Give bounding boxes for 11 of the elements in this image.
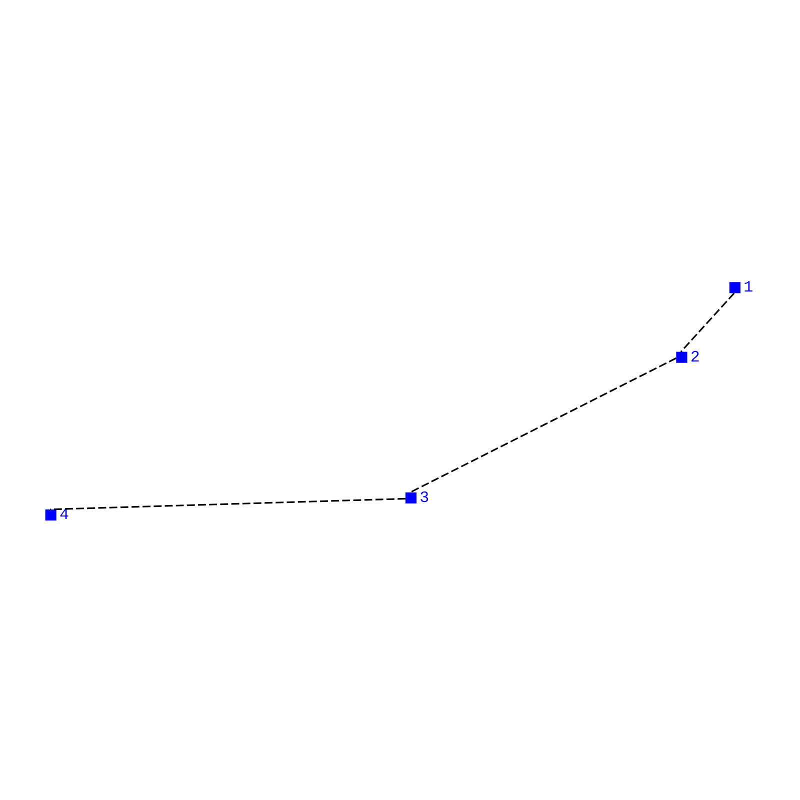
node-label: 4: [60, 505, 70, 524]
connector: [410, 356, 677, 493]
node-box: [45, 508, 56, 520]
node-label: 2: [690, 348, 700, 366]
connector: [50, 497, 406, 510]
node-label: 3: [420, 488, 430, 506]
node-box: [405, 492, 417, 503]
node-label: 1: [744, 278, 754, 296]
node-box: [729, 282, 740, 293]
node-box: [676, 351, 688, 362]
connector: [680, 292, 735, 352]
